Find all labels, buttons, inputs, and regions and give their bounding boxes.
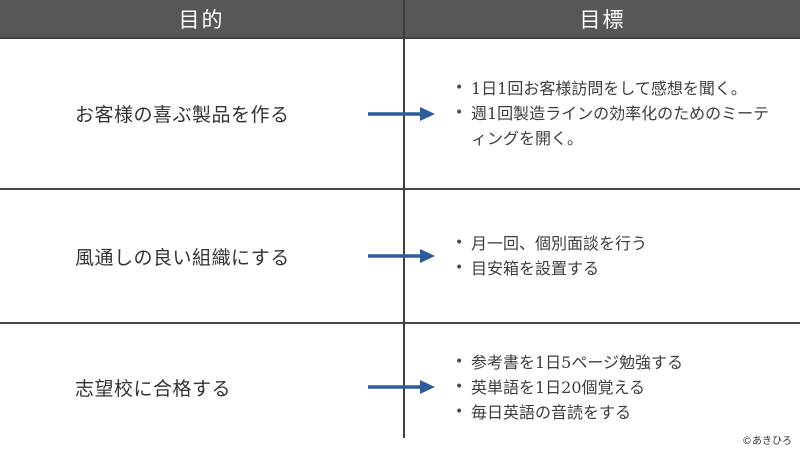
purpose-text: 志望校に合格する [75, 377, 232, 400]
table-row: 志望校に合格する 参考書を1日5ページ勉強する 英単語を1日20個覚える 毎日英… [0, 322, 800, 450]
table-row: 風通しの良い組織にする 月一回、個別面談を行う 目安箱を設置する [0, 188, 800, 322]
copyright-credit: ©あきひろ [742, 436, 792, 447]
goal-item: 英単語を1日20個覚える [455, 375, 771, 400]
purpose-text: 風通しの良い組織にする [75, 246, 290, 269]
table-header: 目的 目標 [0, 0, 800, 39]
goal-item: 1日1回お客様訪問をして感想を聞く。 [455, 76, 771, 101]
goal-list: 月一回、個別面談を行う 目安箱を設置する [455, 231, 771, 281]
goal-item: 月一回、個別面談を行う [455, 231, 771, 256]
table-row: お客様の喜ぶ製品を作る 1日1回お客様訪問をして感想を聞く。 週1回製造ラインの… [0, 39, 800, 188]
goal-list: 参考書を1日5ページ勉強する 英単語を1日20個覚える 毎日英語の音読をする [455, 350, 771, 425]
goal-item: 目安箱を設置する [455, 256, 771, 281]
goal-cell: 月一回、個別面談を行う 目安箱を設置する [405, 231, 800, 281]
goal-item: 毎日英語の音読をする [455, 400, 771, 425]
right-arrow-icon [368, 106, 435, 121]
goal-cell: 参考書を1日5ページ勉強する 英単語を1日20個覚える 毎日英語の音読をする [405, 350, 800, 425]
goal-item: 週1回製造ラインの効率化のためのミーティングを開く。 [455, 101, 771, 151]
goal-item: 参考書を1日5ページ勉強する [455, 350, 771, 375]
right-arrow-icon [368, 249, 435, 263]
right-arrow-icon [368, 380, 435, 394]
column-divider [403, 39, 405, 438]
goal-list: 1日1回お客様訪問をして感想を聞く。 週1回製造ラインの効率化のためのミーティン… [455, 76, 771, 151]
goal-cell: 1日1回お客様訪問をして感想を聞く。 週1回製造ラインの効率化のためのミーティン… [405, 76, 800, 151]
header-goal: 目標 [579, 7, 626, 32]
purpose-text: お客様の喜ぶ製品を作る [75, 104, 290, 126]
header-purpose: 目的 [0, 0, 405, 37]
